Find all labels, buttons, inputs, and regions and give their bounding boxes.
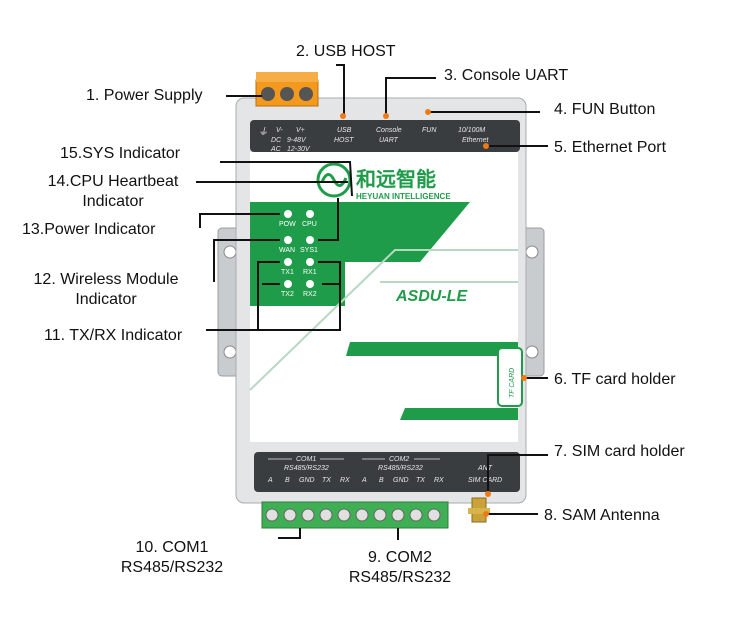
com2-title: COM2 bbox=[389, 456, 409, 463]
led-label: RX1 bbox=[303, 269, 317, 276]
usb-label-2: HOST bbox=[334, 137, 354, 144]
tf-card-label: TF CARD bbox=[509, 368, 516, 398]
led-panel: POW CPU WAN SYS1 TX1 RX1 TX2 RX2 bbox=[279, 210, 318, 298]
brand-logo bbox=[316, 162, 352, 198]
callout-power-supply: 1. Power Supply bbox=[86, 87, 203, 104]
tf-card-holder: TF CARD bbox=[497, 347, 523, 407]
com2-pin: RX bbox=[434, 477, 444, 484]
top-label-panel bbox=[250, 120, 520, 152]
com2-sub: RS485/RS232 bbox=[378, 465, 423, 472]
callout-com2-line2: RS485/RS232 bbox=[348, 569, 452, 586]
led-wan bbox=[284, 236, 292, 244]
callout-power-indicator: 13.Power Indicator bbox=[22, 221, 156, 238]
callout-console-uart: 3. Console UART bbox=[444, 67, 569, 84]
sim-label: SIM CARD bbox=[468, 477, 502, 484]
decor-line bbox=[249, 249, 518, 391]
callout-sys-indicator: 15.SYS Indicator bbox=[60, 145, 181, 162]
eth-label-1: 10/100M bbox=[458, 127, 485, 134]
bottom-label-panel bbox=[254, 452, 520, 492]
green-led-block bbox=[250, 202, 345, 306]
led-label: RX2 bbox=[303, 291, 317, 298]
com-terminal-block bbox=[261, 501, 449, 529]
eth-label-2: Ethernet bbox=[462, 137, 490, 144]
callout-dots bbox=[340, 109, 527, 517]
callout-tf-card: 6. TF card holder bbox=[554, 371, 676, 388]
com1-title: COM1 bbox=[296, 456, 316, 463]
led-tx2 bbox=[284, 280, 292, 288]
callout-com1-line2: RS485/RS232 bbox=[120, 559, 224, 576]
usb-label-1: USB bbox=[337, 127, 352, 134]
led-label: SYS1 bbox=[300, 247, 318, 254]
brand-en: HEYUAN INTELLIGENCE bbox=[356, 192, 451, 201]
com1-sub: RS485/RS232 bbox=[284, 465, 329, 472]
com2-pin: TX bbox=[416, 477, 425, 484]
callout-sim-card: 7. SIM card holder bbox=[554, 443, 685, 460]
com1-pin: RX bbox=[340, 477, 350, 484]
callout-cpu-heartbeat-line1: 14.CPU Heartbeat bbox=[47, 173, 179, 190]
power-terminal bbox=[255, 72, 319, 107]
com1-pin: B bbox=[285, 477, 290, 484]
green-swoosh-low bbox=[400, 408, 518, 420]
callout-cpu-heartbeat-line2: Indicator bbox=[82, 193, 144, 210]
callout-txrx-indicator: 11. TX/RX Indicator bbox=[44, 327, 183, 344]
callout-wireless-module-line2: Indicator bbox=[75, 291, 137, 308]
led-label: POW bbox=[279, 221, 296, 228]
console-label-2: UART bbox=[379, 137, 399, 144]
callout-com1-line1: 10. COM1 bbox=[135, 539, 209, 556]
leader-lines bbox=[196, 64, 548, 540]
callout-sam-antenna: 8. SAM Antenna bbox=[544, 507, 660, 524]
com2-pin: B bbox=[379, 477, 384, 484]
ac-range-label: 12-30V bbox=[287, 146, 311, 153]
callout-ethernet-port: 5. Ethernet Port bbox=[554, 139, 667, 156]
model-label: ASDU-LE bbox=[395, 288, 468, 305]
led-label: TX1 bbox=[281, 269, 294, 276]
ant-label: ANT bbox=[477, 465, 493, 472]
led-label: CPU bbox=[302, 221, 317, 228]
led-rx1 bbox=[306, 258, 314, 266]
brand-cn: 和远智能 bbox=[356, 167, 436, 191]
callout-com2: 9. COM2 RS485/RS232 bbox=[330, 548, 470, 588]
com1-pin: A bbox=[267, 477, 273, 484]
antenna-connector bbox=[468, 497, 490, 523]
console-label-1: Console bbox=[376, 127, 402, 134]
led-label: WAN bbox=[279, 247, 295, 254]
v-minus-label: V- bbox=[276, 127, 283, 134]
callout-com2-line1: 9. COM2 bbox=[367, 549, 432, 566]
callout-fun-button: 4. FUN Button bbox=[554, 101, 656, 118]
green-swoosh-mid bbox=[346, 342, 518, 356]
led-pow bbox=[284, 210, 292, 218]
callout-usb-host: 2. USB HOST bbox=[296, 43, 396, 60]
led-tx1 bbox=[284, 258, 292, 266]
fun-label: FUN bbox=[422, 127, 437, 134]
com1-pin: GND bbox=[299, 477, 315, 484]
com1-pin: TX bbox=[322, 477, 331, 484]
led-rx2 bbox=[306, 280, 314, 288]
callout-com1: 10. COM1 RS485/RS232 bbox=[102, 538, 242, 578]
callout-wireless-module-line1: 12. Wireless Module bbox=[33, 271, 179, 288]
led-cpu bbox=[306, 210, 314, 218]
dc-range-label: 9-48V bbox=[287, 137, 307, 144]
led-sys1 bbox=[306, 236, 314, 244]
com2-pin: GND bbox=[393, 477, 409, 484]
callout-wireless-module: 12. Wireless Module Indicator bbox=[10, 270, 202, 310]
ac-label: AC bbox=[270, 146, 282, 153]
com2-pin: A bbox=[361, 477, 367, 484]
callout-cpu-heartbeat: 14.CPU Heartbeat Indicator bbox=[30, 172, 196, 212]
ground-icon: ⏚ bbox=[258, 127, 268, 138]
v-plus-label: V+ bbox=[296, 127, 305, 134]
dc-label: DC bbox=[271, 137, 282, 144]
led-label: TX2 bbox=[281, 291, 294, 298]
